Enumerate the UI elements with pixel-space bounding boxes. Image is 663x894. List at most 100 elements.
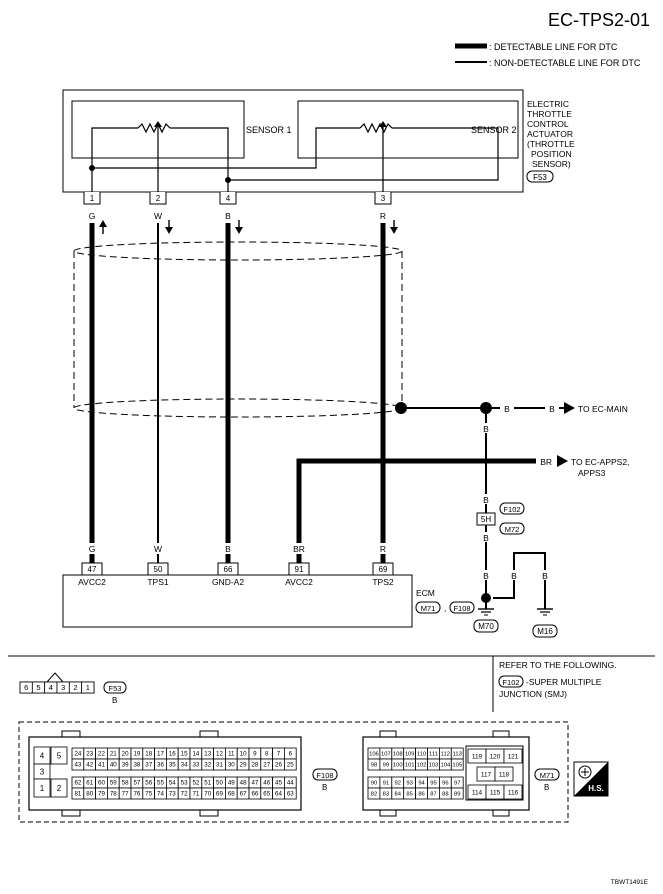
connector-pin: 49 xyxy=(228,780,235,787)
svg-text:M71: M71 xyxy=(421,604,436,613)
svg-text:TPS2: TPS2 xyxy=(372,577,394,587)
connector-pin: 85 xyxy=(406,792,412,798)
svg-text:W: W xyxy=(154,211,162,221)
connector-pin: 80 xyxy=(86,791,93,798)
ground-m70: M70 xyxy=(478,622,494,631)
connector-pin: 25 xyxy=(287,762,294,769)
connector-pin: 10 xyxy=(240,751,247,758)
svg-text:REFER TO THE FOLLOWING.: REFER TO THE FOLLOWING. xyxy=(499,660,617,670)
connector-pin: 56 xyxy=(145,780,152,787)
svg-text:POSITION: POSITION xyxy=(531,149,572,159)
svg-text:B: B xyxy=(511,571,517,581)
connector-pin: 34 xyxy=(181,762,188,769)
connector-pin: 47 xyxy=(251,780,258,787)
svg-text:M71: M71 xyxy=(540,771,555,780)
connector-pin: 91 xyxy=(383,781,389,787)
connector-pin: 64 xyxy=(275,791,282,798)
svg-text:B: B xyxy=(483,495,489,505)
connector-pin: 62 xyxy=(74,780,81,787)
connector-pin: 107 xyxy=(381,752,391,758)
connector-pin: 27 xyxy=(263,762,270,769)
throttle-actuator: SENSOR 1 SENSOR 2 ELECTRIC THROTTLE CONT… xyxy=(62,89,575,193)
svg-text:F108: F108 xyxy=(316,771,333,780)
connector-pin: 7 xyxy=(277,751,281,758)
connector-pin: 110 xyxy=(417,752,426,758)
connector-pin: 44 xyxy=(287,780,294,787)
svg-text:THROTTLE: THROTTLE xyxy=(527,109,572,119)
figure-code: TBWT1491E xyxy=(611,879,649,886)
connector-pin: 76 xyxy=(133,791,140,798)
connector-pin: 43 xyxy=(74,762,81,769)
connector-pin: 3 xyxy=(40,767,45,776)
connector-pin: 103 xyxy=(429,763,439,769)
ecm-label: ECM xyxy=(416,588,435,598)
connector-pin: 5 xyxy=(36,683,40,692)
svg-text:B: B xyxy=(322,783,327,792)
connector-pin: 21 xyxy=(110,751,117,758)
connector-pin: 39 xyxy=(122,762,129,769)
svg-text:AVCC2: AVCC2 xyxy=(285,577,313,587)
svg-text:TPS1: TPS1 xyxy=(147,577,169,587)
svg-text:H.S.: H.S. xyxy=(588,784,604,793)
connector-pin: 66 xyxy=(251,791,258,798)
connector-pin: 65 xyxy=(263,791,270,798)
connector-pin: 74 xyxy=(157,791,164,798)
connector-pin: 17 xyxy=(157,751,164,758)
ecm-terminals: 47 50 66 91 69 xyxy=(81,562,394,575)
connector-pin: 20 xyxy=(122,751,129,758)
connector-pin: 35 xyxy=(169,762,176,769)
sensor1-label: SENSOR 1 xyxy=(246,125,292,135)
svg-text:AVCC2: AVCC2 xyxy=(78,577,106,587)
ecm-box: AVCC2 TPS1 GND-A2 AVCC2 TPS2 ECM M71 , F… xyxy=(62,574,475,628)
connector-frame xyxy=(18,721,569,823)
connector-pin: 59 xyxy=(110,780,117,787)
connector-pin: 77 xyxy=(122,791,129,798)
connector-pin: 82 xyxy=(371,792,377,798)
sensor2-box xyxy=(297,100,519,159)
connector-pin: 97 xyxy=(454,781,460,787)
connector-pin: 111 xyxy=(429,752,438,758)
connector-pin: 61 xyxy=(86,780,93,787)
connector-pin: 87 xyxy=(430,792,436,798)
connector-pin: 22 xyxy=(98,751,105,758)
connector-pin: 113 xyxy=(453,752,462,758)
svg-text:R: R xyxy=(380,211,386,221)
connector-pin: 98 xyxy=(371,763,377,769)
connector-pin: 69 xyxy=(216,791,223,798)
connector-pin: 12 xyxy=(216,751,223,758)
sensor2-label: SENSOR 2 xyxy=(471,125,517,135)
connector-pin: 28 xyxy=(251,762,258,769)
connector-pin: 95 xyxy=(430,781,436,787)
svg-text:F102: F102 xyxy=(503,505,520,514)
svg-text:1: 1 xyxy=(90,194,95,203)
connector-pin: 52 xyxy=(192,780,199,787)
connector-pin: 105 xyxy=(452,763,462,769)
to-ec-main-label: TO EC-MAIN xyxy=(578,404,628,414)
svg-text:BR: BR xyxy=(293,544,305,554)
svg-text:M72: M72 xyxy=(505,525,520,534)
connector-pin: 9 xyxy=(253,751,257,758)
connector-pin: 2 xyxy=(57,784,62,793)
connector-pin: 84 xyxy=(395,792,402,798)
connector-pin: 45 xyxy=(275,780,282,787)
svg-text:,: , xyxy=(444,603,446,613)
refer-note: REFER TO THE FOLLOWING. F102 -SUPER MULT… xyxy=(498,660,617,699)
connector-pin: 38 xyxy=(133,762,140,769)
connector-pin: 58 xyxy=(122,780,129,787)
legend-detectable: : DETECTABLE LINE FOR DTC xyxy=(489,42,618,52)
connector-pin: 26 xyxy=(275,762,282,769)
svg-text:B: B xyxy=(112,696,117,705)
connector-pin: 2 xyxy=(73,683,77,692)
connector-pin: 16 xyxy=(169,751,176,758)
to-main-color-2: B xyxy=(549,404,555,414)
connector-pin: 1 xyxy=(40,784,45,793)
connector-pin: 41 xyxy=(98,762,105,769)
svg-text:G: G xyxy=(89,544,96,554)
shielded-cable xyxy=(73,241,403,418)
connector-pin: 54 xyxy=(169,780,176,787)
connector-pin: 5 xyxy=(57,751,62,760)
